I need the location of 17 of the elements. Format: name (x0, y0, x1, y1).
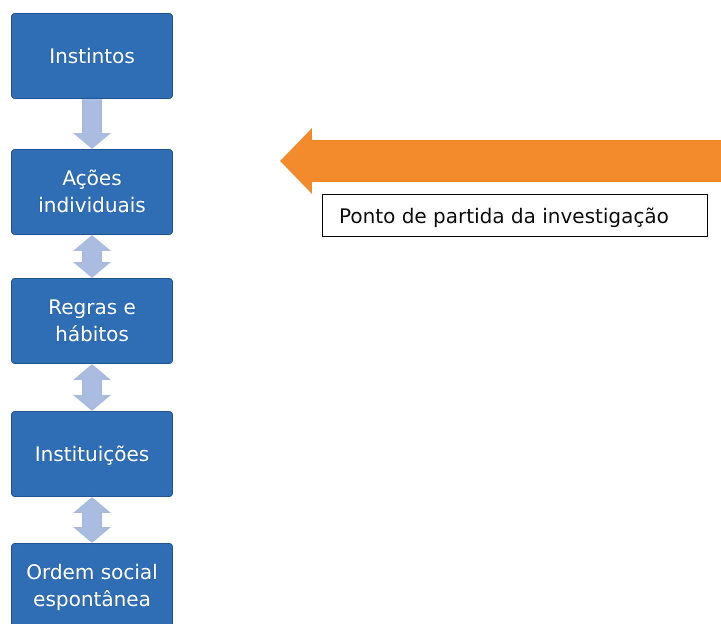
node-label: Ponto de partida da investigação (339, 204, 669, 228)
text-box (322, 194, 708, 237)
double-block-arrow (73, 99, 111, 149)
node-label: Regras e hábitos (47, 294, 137, 348)
node-label: Ações individuais (37, 165, 147, 219)
process-box (11, 149, 173, 235)
double-block-arrow (73, 364, 111, 411)
double-block-arrow (73, 497, 111, 543)
process-box (11, 543, 173, 624)
node-label: Instituições (34, 440, 150, 468)
process-box (11, 13, 173, 99)
double-block-arrow (73, 235, 111, 278)
block-arrow (280, 128, 721, 194)
node-label: Ordem social espontânea (25, 559, 159, 613)
process-box (11, 411, 173, 497)
process-box (11, 278, 173, 364)
node-label: Instintos (49, 42, 135, 70)
